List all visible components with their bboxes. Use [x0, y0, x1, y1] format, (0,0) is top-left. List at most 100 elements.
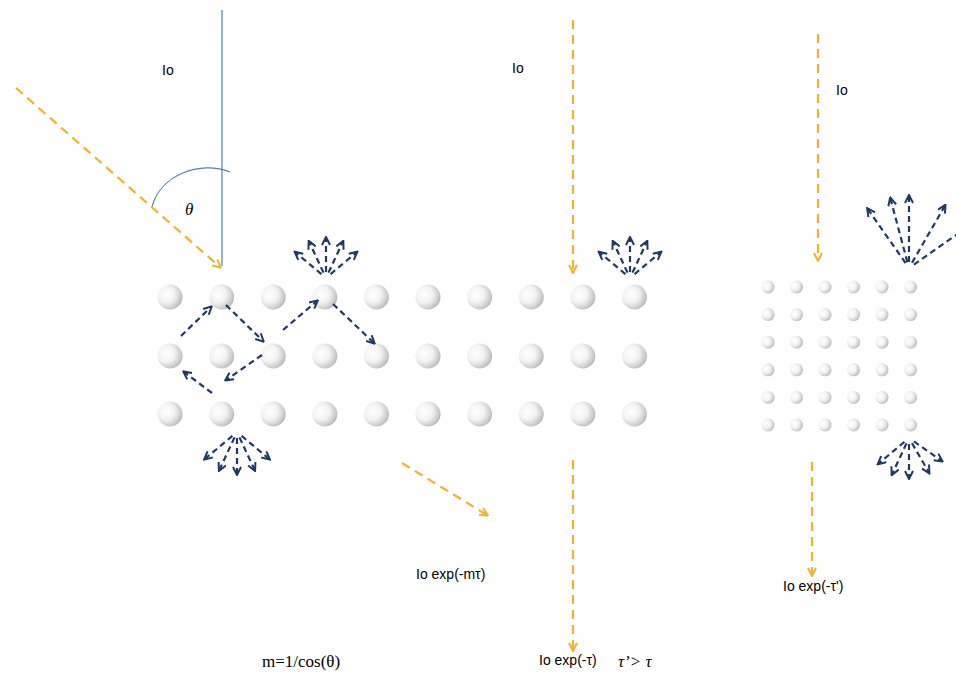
particle-sphere	[364, 402, 389, 427]
particle-sphere	[762, 336, 775, 349]
particle-sphere	[622, 285, 647, 310]
particle-sphere	[847, 363, 860, 376]
particle-sphere	[762, 419, 775, 432]
intensity-label: τ’> τ	[618, 652, 652, 672]
particle-sphere	[819, 391, 832, 404]
scattering-arrow	[309, 242, 323, 273]
scattering-arrow	[599, 252, 625, 274]
scattering-arrow	[914, 227, 956, 265]
particle-sphere	[364, 285, 389, 310]
particle-sphere	[876, 336, 889, 349]
particle-sphere	[790, 336, 803, 349]
particle-sphere	[762, 308, 775, 321]
particle-sphere	[790, 391, 803, 404]
scattering-arrow	[635, 252, 661, 274]
scattering-arrow	[329, 242, 343, 273]
particle-sphere	[904, 363, 917, 376]
particle-sphere	[904, 391, 917, 404]
particle-sphere	[519, 285, 544, 310]
particle-sphere	[790, 419, 803, 432]
scattering-arrow	[633, 242, 647, 273]
particle-sphere	[904, 336, 917, 349]
particle-sphere	[416, 402, 441, 427]
scattering-arrow	[868, 209, 906, 263]
beam-lines	[16, 20, 818, 650]
particle-sphere	[790, 363, 803, 376]
normal-line	[221, 10, 222, 266]
particle-sphere	[790, 308, 803, 321]
scattering-arrow	[878, 442, 904, 464]
particle-sphere	[158, 344, 183, 369]
particle-sphere	[847, 336, 860, 349]
particle-sphere	[819, 308, 832, 321]
scattering-arrow	[892, 443, 906, 474]
intensity-label: m=1/cos(θ)	[262, 652, 340, 672]
scattering-arrow	[295, 252, 321, 274]
scattering-arrow	[908, 196, 910, 262]
particle-sphere	[519, 402, 544, 427]
scattering-arrow	[912, 443, 929, 472]
particle-sphere	[622, 402, 647, 427]
intensity-label: Io	[512, 60, 524, 77]
particle-sphere	[819, 419, 832, 432]
particle-sphere	[762, 281, 775, 294]
intensity-label: Io	[836, 82, 848, 99]
particle-sphere	[261, 344, 286, 369]
particle-sphere	[762, 363, 775, 376]
particle-sphere	[876, 308, 889, 321]
particle-sphere	[876, 419, 889, 432]
scattering-arrow	[242, 436, 270, 459]
particle-sphere	[847, 281, 860, 294]
particle-sphere	[570, 402, 595, 427]
particle-sphere	[158, 402, 183, 427]
particle-sphere	[416, 344, 441, 369]
intensity-label: Io exp(-mτ)	[416, 566, 485, 583]
particle-sphere	[364, 344, 389, 369]
particle-sphere	[819, 281, 832, 294]
particle-sphere	[209, 344, 234, 369]
particle-sphere	[570, 285, 595, 310]
scattering-arrow	[240, 437, 255, 470]
particle-sphere	[261, 402, 286, 427]
particle-sphere	[519, 344, 544, 369]
particle-sphere	[847, 419, 860, 432]
scattering-arrow	[912, 206, 945, 263]
particle-sphere	[416, 285, 441, 310]
particle-sphere	[467, 285, 492, 310]
particle-sphere	[209, 402, 234, 427]
particle-sphere	[261, 285, 286, 310]
scattering-arrows	[181, 196, 956, 478]
scattering-arrow	[613, 242, 627, 273]
particle-sphere	[312, 344, 337, 369]
intensity-label: Io exp(-τ)	[539, 652, 597, 669]
particle-sphere	[876, 363, 889, 376]
intensity-label: Io exp(-τ')	[783, 578, 843, 595]
particle-sphere	[876, 391, 889, 404]
particle-sphere	[790, 281, 803, 294]
scattering-arrow	[908, 444, 910, 478]
particle-sphere	[847, 308, 860, 321]
particle-sphere	[904, 308, 917, 321]
particle-sphere	[819, 363, 832, 376]
scattering-arrow	[914, 441, 942, 461]
scattering-arrow	[205, 436, 233, 459]
particle-sphere	[209, 285, 234, 310]
particle-sphere	[158, 285, 183, 310]
particle-sphere	[570, 344, 595, 369]
scattering-arrow	[331, 252, 357, 274]
particle-sphere	[904, 281, 917, 294]
scattering-arrow	[325, 238, 327, 272]
scattering-arrow	[629, 238, 631, 272]
intensity-label: Io	[162, 62, 174, 79]
scattering-arrow	[236, 438, 238, 474]
particle-sphere	[467, 402, 492, 427]
particle-sphere	[467, 344, 492, 369]
particle-sphere	[312, 402, 337, 427]
particle-sphere	[904, 419, 917, 432]
particle-spheres	[158, 281, 918, 432]
particle-sphere	[762, 391, 775, 404]
particle-sphere	[622, 344, 647, 369]
scattering-arrow	[890, 199, 907, 263]
particle-sphere	[847, 391, 860, 404]
